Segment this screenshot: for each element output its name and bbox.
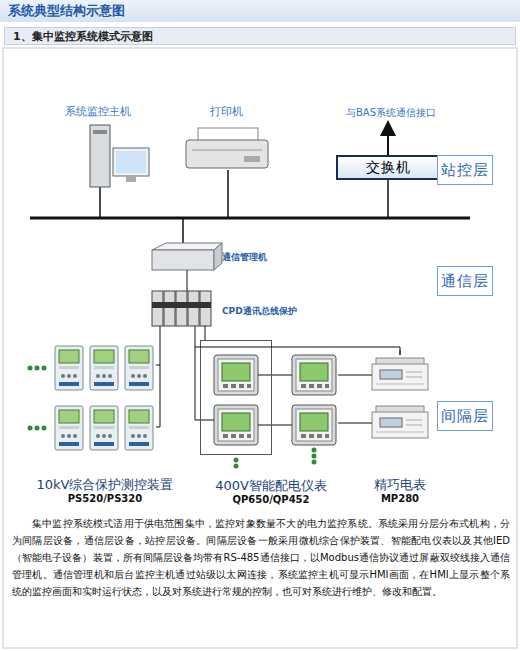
interface-label: 与BAS系统通信接口 [336,106,446,120]
relay-icon [55,346,83,390]
relay-icon [90,406,118,450]
node-text: 通信层 [441,272,489,291]
printer-slot [192,150,262,151]
bus-wire [156,326,160,365]
pc-drive [93,130,107,134]
printer-panel [244,156,260,162]
node-text: 站控层 [441,161,489,180]
meter-branch-wire [195,347,214,420]
caption-text: 集中监控系统模式适用于供电范围集中，监控对象数量不大的电力监控系统。系统采用分层… [12,515,510,600]
switch-box: 交换机 [336,155,440,180]
node-text: CPD通讯总线保护 [222,305,297,318]
cpd-modules [152,291,211,326]
pc-monitor [113,148,149,176]
meter-wire [258,375,292,376]
relay-branch-wire [156,365,160,427]
pc-stand [126,176,136,182]
pc-tower [90,125,110,187]
din-meter-group: 精巧电表MP280 [368,355,432,443]
node-text: 400V智能配电仪表 [181,477,361,495]
relay-icon [125,406,153,450]
node-text: PS520/PS320 [32,493,178,504]
meter-icon [292,405,336,445]
node-text: 通信管理机 [222,251,267,264]
bus-drop [387,180,389,218]
bus-drop [227,170,229,218]
section-heading: 1、集中监控系统模式示意图 [4,27,516,45]
node-text: 系统监控主机 [45,104,150,119]
relay-group: 10kV综合保护测控装置PS520/PS320 [52,343,156,453]
node-text: 交换机 [366,159,411,177]
bus-drop [99,186,101,218]
printer-body [186,140,268,168]
uplink-arrow [387,128,389,155]
node-text: MP280 [328,493,472,504]
meter-group: 400V智能配电仪表QP650/QP452 [200,340,272,455]
bus-wire [195,326,400,355]
layer-box: 站控层 [437,155,493,185]
bus-drop [182,218,184,246]
more-dots [28,366,317,469]
node-text: 打印机 [180,104,272,119]
din-wire [338,375,372,423]
meter-icon [214,405,258,445]
bus-wire [187,270,188,291]
meter-wire [258,425,292,426]
node-text: QP650/QP452 [181,494,361,505]
relay-icon [55,406,83,450]
relay-icon [125,346,153,390]
meter-icon [292,355,336,395]
relay-icon [90,346,118,390]
node-text: 10kV综合保护测控装置 [32,476,178,494]
host-device: 系统监控主机 [45,104,150,188]
bus-wire [205,326,206,340]
node-text: 间隔层 [441,407,489,426]
manager-side [214,243,222,270]
manager-top [152,243,222,250]
meter-icon [214,355,258,395]
page-title: 系统典型结构示意图 [0,0,520,22]
comm-manager: 通信管理机 [152,243,222,270]
layer-box: 通信层 [437,266,493,296]
pc-screen [116,151,146,173]
ethernet-bus [30,217,470,220]
manager-body [152,250,214,270]
frame [3,48,517,648]
printer-device: 打印机 [180,104,272,170]
din-wire [400,350,401,355]
node-text: 精巧电表 [328,476,472,494]
cpd-protector: CPD通讯总线保护 [152,291,211,326]
din-meter-icon [372,358,428,390]
layer-box: 间隔层 [437,401,493,431]
din-meter-icon [372,406,428,438]
